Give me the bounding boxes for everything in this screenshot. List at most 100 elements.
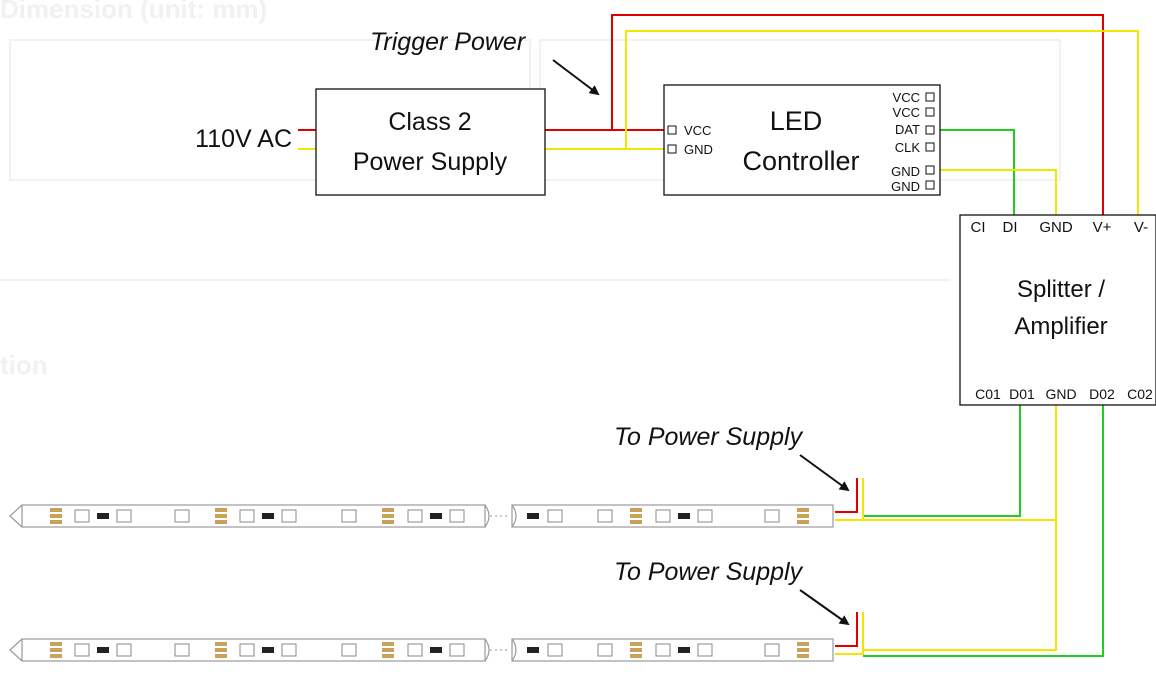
led-chip [597, 509, 613, 523]
strip2-red-lead [835, 612, 858, 647]
trigger-vplus-wire [611, 14, 1104, 215]
controller-out-pin-label: VCC [893, 90, 920, 105]
solder-pad [630, 642, 642, 646]
led-chip [74, 643, 90, 657]
led-chip [597, 643, 613, 657]
strip-break [484, 638, 490, 662]
led-chip [407, 643, 423, 657]
solder-pad [382, 508, 394, 512]
led-chip [655, 509, 671, 523]
controller-pin-gnd-in [667, 144, 677, 154]
resistor [527, 513, 539, 519]
strip1-power-label: To Power Supply [614, 423, 804, 451]
strip2-arrow [799, 589, 850, 626]
splitter-out-pin-label: D02 [1089, 386, 1115, 402]
solder-pad [215, 520, 227, 524]
wires [298, 14, 1139, 657]
solder-pad [50, 520, 62, 524]
strip2-yellow-lead [835, 612, 864, 655]
splitter-in-pin-label: V- [1134, 219, 1148, 236]
strip1-red-lead [835, 478, 858, 513]
splitter-in-pin-label: GND [1039, 219, 1073, 236]
splitter-in-pin-label: CI [971, 219, 986, 236]
solder-pad [797, 514, 809, 518]
d01-to-strip1-wire [863, 405, 1021, 517]
controller-out-pin [925, 142, 935, 152]
led-strip-1 [9, 504, 834, 528]
led-chip [281, 509, 297, 523]
solder-pad [382, 514, 394, 518]
controller-out-pin-label: DAT [895, 122, 920, 137]
led-strip-2 [9, 638, 834, 662]
trigger-vminus-wire [625, 30, 1139, 215]
controller-out-pin [925, 92, 935, 102]
led-controller-box: LED Controller VCC GND VCC VCC DAT CLK G… [663, 84, 941, 196]
led-chip [449, 509, 465, 523]
resistor [678, 513, 690, 519]
led-chip [341, 509, 357, 523]
resistor [430, 647, 442, 653]
strip-body [511, 504, 834, 528]
resistor [430, 513, 442, 519]
solder-pad [215, 648, 227, 652]
splitter-in-pin-label: DI [1003, 219, 1018, 236]
solder-pad [215, 508, 227, 512]
controller-out-pin [925, 165, 935, 175]
led-chip [697, 643, 713, 657]
strip1-yellow-lead [835, 478, 864, 521]
controller-out-pin-label: GND [891, 179, 920, 194]
solder-pad [797, 520, 809, 524]
led-chip [239, 509, 255, 523]
controller-pin-vcc-in [667, 125, 677, 135]
strip1-arrow [799, 454, 850, 492]
solder-pad [50, 514, 62, 518]
strip-break [484, 504, 490, 528]
solder-pad [50, 508, 62, 512]
resistor [678, 647, 690, 653]
splitter-out-pin-label: GND [1045, 386, 1076, 402]
led-chip [341, 643, 357, 657]
strip2-power-label: To Power Supply [614, 558, 804, 586]
controller-data-wire [934, 129, 1015, 215]
ac-input-label: 110V AC [195, 125, 292, 153]
strip-body [511, 638, 834, 662]
led-chip [547, 643, 563, 657]
resistor [262, 513, 274, 519]
strip-break [511, 504, 517, 528]
led-chip [116, 509, 132, 523]
solder-pad [215, 514, 227, 518]
splitter-line2: Amplifier [1014, 313, 1107, 340]
solder-pad [630, 654, 642, 658]
resistor [262, 647, 274, 653]
d02-to-strip2-wire [863, 405, 1104, 657]
controller-line2: Controller [742, 146, 859, 176]
controller-in-pin-label: VCC [684, 123, 711, 138]
led-chip [764, 509, 780, 523]
gnd-to-strips-wire [863, 405, 1057, 651]
power-supply-line2: Power Supply [353, 148, 508, 176]
solder-pad [630, 508, 642, 512]
led-chip [655, 643, 671, 657]
led-chip [449, 643, 465, 657]
led-chip [697, 509, 713, 523]
splitter-out-pin-label: C01 [975, 386, 1001, 402]
led-chip [764, 643, 780, 657]
controller-out-pin-label: GND [891, 164, 920, 179]
led-chip [239, 643, 255, 657]
power-supply-line1: Class 2 [388, 108, 471, 136]
solder-pad [630, 648, 642, 652]
trigger-arrow [552, 59, 600, 96]
controller-line1: LED [770, 106, 823, 136]
resistor [97, 513, 109, 519]
controller-output-pins: VCC VCC DAT CLK GND GND [891, 90, 935, 194]
controller-out-pin-label: VCC [893, 105, 920, 120]
solder-pad [50, 642, 62, 646]
resistor [527, 647, 539, 653]
solder-pad [630, 520, 642, 524]
splitter-out-pin-label: D01 [1009, 386, 1035, 402]
solder-pad [382, 642, 394, 646]
solder-pad [215, 654, 227, 658]
controller-out-pin [925, 107, 935, 117]
strip-break [511, 638, 517, 662]
